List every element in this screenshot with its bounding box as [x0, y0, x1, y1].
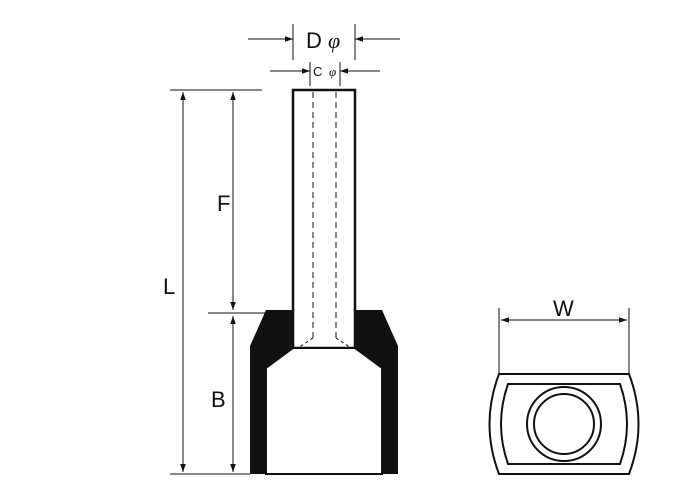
label-c: C	[313, 64, 322, 79]
dimension-w: W	[498, 296, 630, 374]
label-w: W	[553, 296, 574, 321]
collar-left	[250, 310, 293, 474]
label-d-phi: φ	[328, 28, 340, 53]
ferrule-end-view	[488, 373, 640, 475]
label-f: F	[217, 191, 230, 216]
ferrule-tube	[291, 88, 357, 350]
dimension-l: L	[163, 89, 262, 475]
ferrule-side-view	[250, 88, 398, 475]
dimension-c: C φ	[270, 62, 380, 86]
dimension-d: D φ	[248, 24, 400, 60]
collar-inner	[265, 347, 383, 475]
label-l: L	[163, 274, 175, 299]
dimension-b: B	[211, 316, 236, 472]
collar-right	[355, 310, 398, 474]
label-c-phi: φ	[329, 64, 336, 79]
end-view-tube-inner	[533, 393, 595, 455]
label-b: B	[211, 387, 226, 412]
dimension-f: F	[208, 92, 293, 314]
label-d: D	[306, 28, 322, 53]
